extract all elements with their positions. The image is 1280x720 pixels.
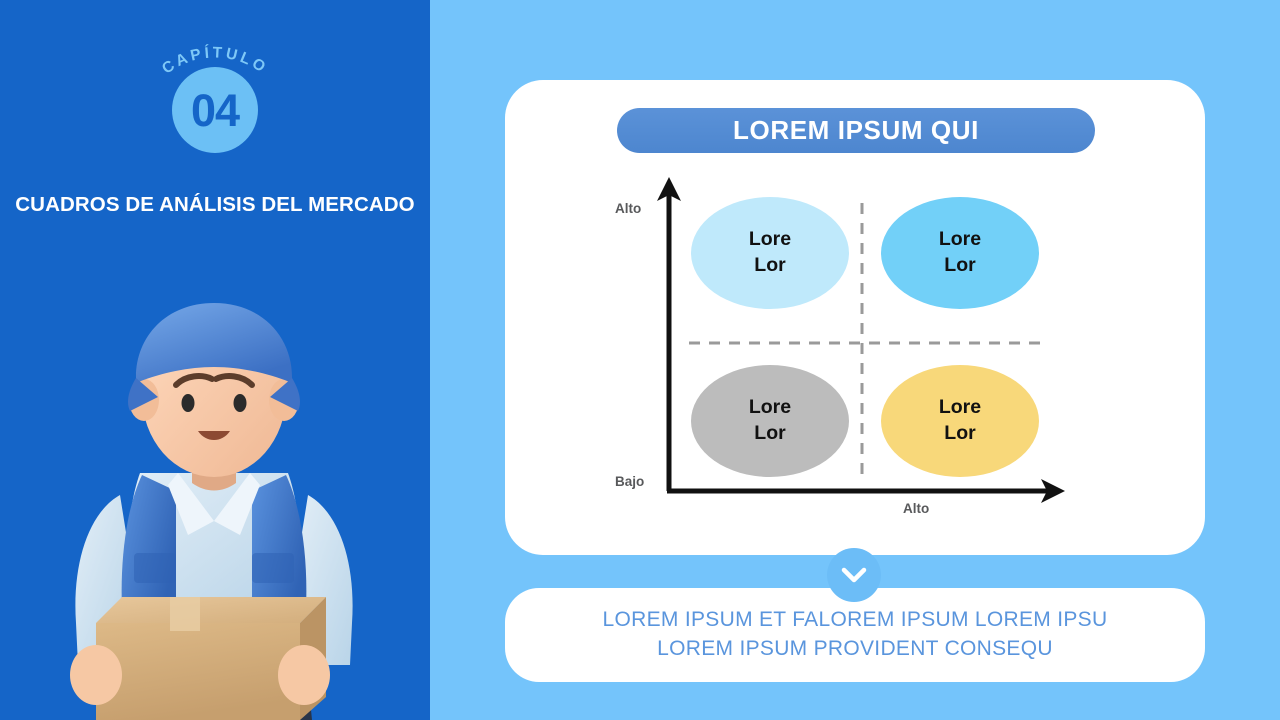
chapter-number-circle: 04 bbox=[172, 67, 258, 153]
bubble-label-line2: Lor bbox=[944, 254, 976, 276]
quadrant-chart-card: LOREM IPSUM QUI Alto bbox=[505, 80, 1205, 555]
chart-axes-and-grid bbox=[657, 177, 1065, 503]
bubble-label-line2: Lor bbox=[944, 422, 976, 444]
chapter-badge: CAPÍTULO 04 bbox=[0, 40, 430, 170]
bubble-label-line2: Lor bbox=[754, 254, 786, 276]
bubble-label-line1: Lore bbox=[938, 396, 982, 419]
chevron-down-icon bbox=[841, 567, 867, 583]
right-content-panel: LOREM IPSUM QUI Alto bbox=[430, 0, 1280, 720]
section-title: CUADROS DE ANÁLISIS DEL MERCADO bbox=[15, 193, 415, 216]
quadrant-bubble-top-left[interactable]: Lore Lor bbox=[691, 197, 849, 309]
quadrant-bubble-top-right[interactable]: Lore Lor bbox=[881, 197, 1039, 309]
bubble-label-line1: Lore bbox=[748, 396, 792, 419]
bubble-label-line1: Lore bbox=[938, 228, 982, 251]
bubble-label-line1: Lore bbox=[748, 228, 792, 251]
quadrant-chart: Alto Bajo Alto Lore Lor Lore Lor Lore Lo… bbox=[613, 175, 1088, 525]
bubble-label-line2: Lor bbox=[754, 422, 786, 444]
caption-line-1: LOREM IPSUM ET FALOREM IPSUM LOREM IPSU bbox=[602, 608, 1108, 632]
x-axis-high-label: Alto bbox=[903, 501, 930, 516]
card-title-pill: LOREM IPSUM QUI bbox=[617, 108, 1095, 153]
caption-card: LOREM IPSUM ET FALOREM IPSUM LOREM IPSU … bbox=[505, 588, 1205, 682]
left-sidebar-panel: CAPÍTULO 04 CUADROS DE ANÁLISIS DEL MERC… bbox=[0, 0, 430, 720]
quadrant-bubble-bottom-right[interactable]: Lore Lor bbox=[881, 365, 1039, 477]
delivery-worker-illustration bbox=[70, 303, 353, 720]
y-axis-low-label: Bajo bbox=[615, 474, 645, 489]
y-axis-high-label: Alto bbox=[615, 201, 642, 216]
caption-line-2: LOREM IPSUM PROVIDENT CONSEQU bbox=[657, 637, 1053, 660]
chapter-number-text: 04 bbox=[190, 84, 240, 136]
quadrant-bubble-bottom-left[interactable]: Lore Lor bbox=[691, 365, 849, 477]
card-title-text: LOREM IPSUM QUI bbox=[733, 115, 979, 145]
expand-chevron-button[interactable] bbox=[827, 548, 881, 602]
